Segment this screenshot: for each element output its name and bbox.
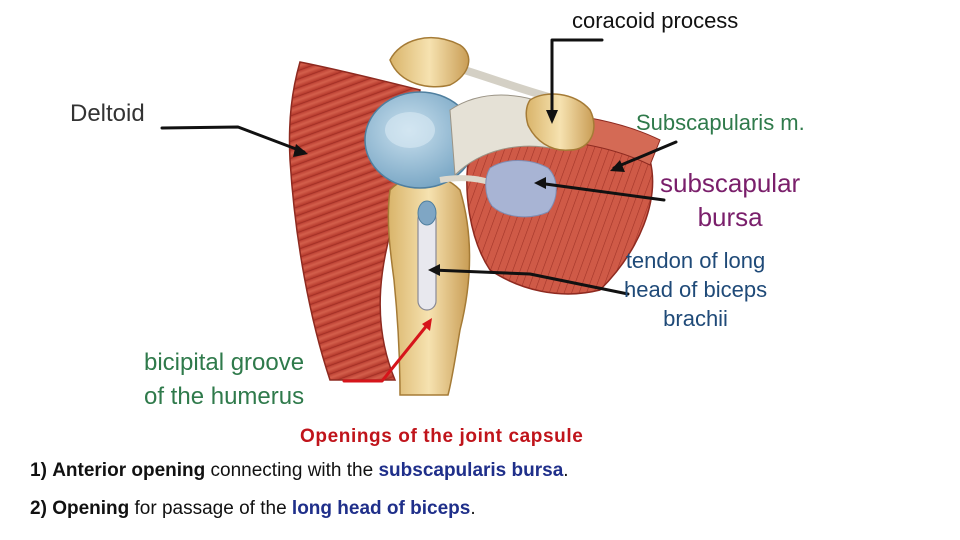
coracoid-process-bone [525, 93, 595, 151]
caption-line-2-bold: Opening [52, 498, 130, 519]
caption-line-2-end: . [470, 498, 476, 519]
biceps-tendon-label-line1: tendon of long [625, 248, 766, 273]
bicipital-groove-label: bicipital groove of the humerus [144, 346, 304, 414]
caption-line-1-highlight: subscapularis bursa [378, 460, 564, 481]
biceps-tendon-label-line3: brachii [663, 306, 728, 331]
caption-line-2-number: 2) [30, 498, 47, 519]
biceps-tendon [417, 200, 437, 311]
caption-line-2-highlight: long head of biceps [291, 498, 471, 519]
subscapular-bursa [485, 160, 557, 218]
deltoid-label: Deltoid [70, 100, 145, 127]
caption-title: Openings of the joint capsule [300, 426, 584, 447]
subscapular-bursa-label-line2: bursa [697, 202, 763, 232]
biceps-tendon-label-line2: head of biceps [624, 277, 768, 302]
caption-line-1: 1) Anterior opening connecting with the … [30, 460, 569, 482]
coracoid-process-label: coracoid process [572, 8, 739, 33]
caption-line-1-bold: Anterior opening [52, 460, 206, 481]
biceps-tendon-label: tendon of long head of biceps brachii [624, 246, 767, 333]
caption-line-2: 2) Opening for passage of the long head … [30, 498, 476, 520]
bicipital-groove-label-line2: of the humerus [144, 383, 305, 410]
bicipital-groove-label-line1: bicipital groove [144, 349, 305, 376]
caption-line-1-number: 1) [30, 460, 47, 481]
subscapularis-muscle-label: Subscapularis m. [636, 110, 805, 135]
caption-line-2-text: for passage of the [129, 498, 292, 519]
acromion-bone [389, 37, 470, 88]
humeral-head-cartilage [364, 91, 476, 189]
subscapular-bursa-label: subscapular bursa [660, 166, 800, 234]
subscapular-bursa-label-line1: subscapular [660, 168, 801, 198]
caption-line-1-end: . [563, 460, 569, 481]
caption-line-1-text: connecting with the [205, 460, 379, 481]
callout-lines [160, 38, 678, 383]
